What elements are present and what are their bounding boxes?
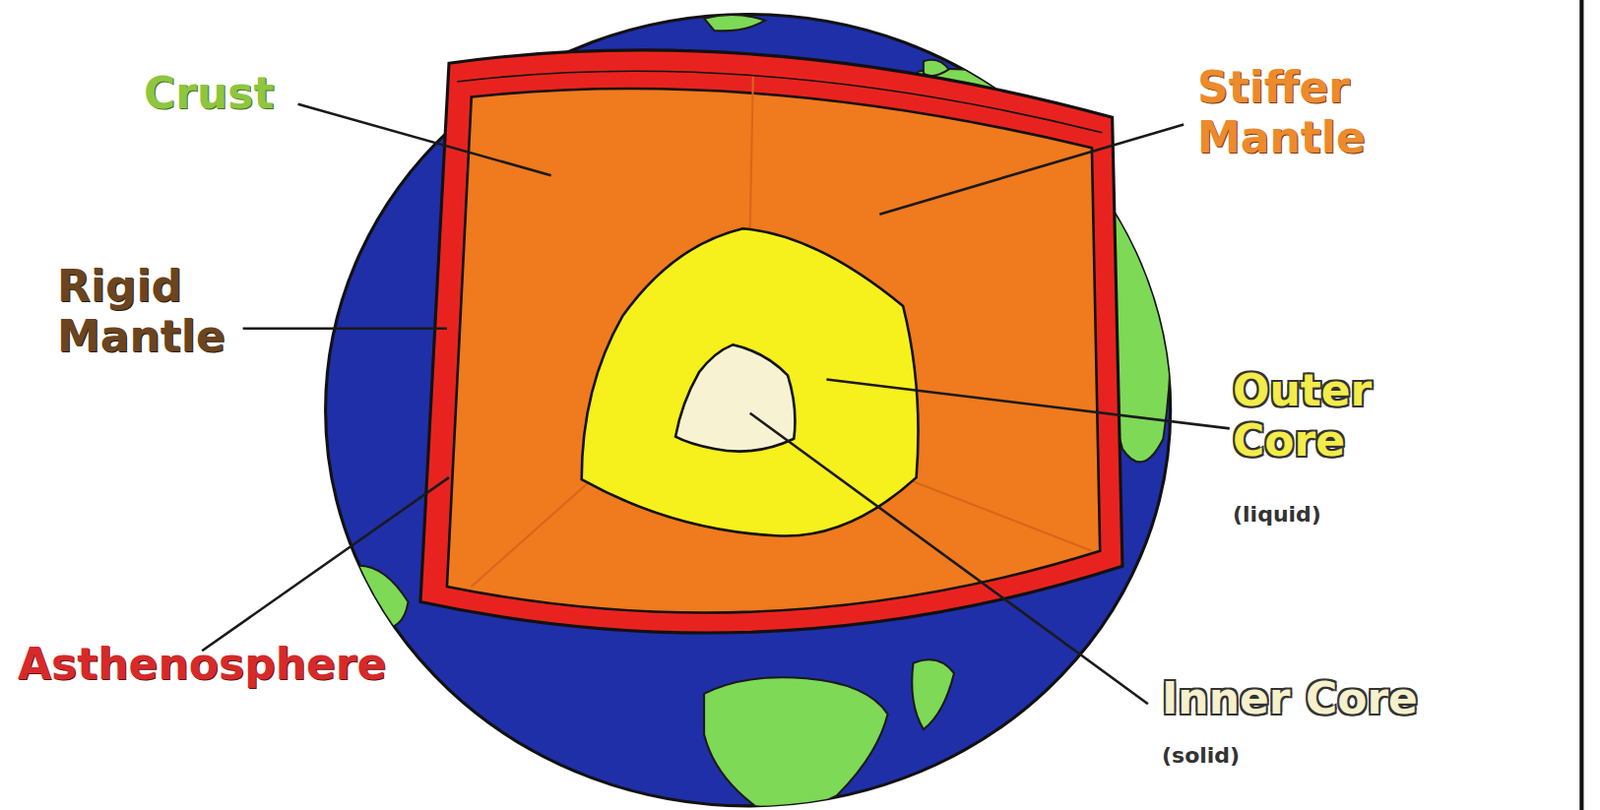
mantle-facets <box>471 76 1092 587</box>
mantle-layer <box>447 88 1100 614</box>
continents <box>352 14 1172 810</box>
inner-core <box>675 344 795 451</box>
layer-label: Outer Core <box>1232 366 1430 466</box>
layer-label: Crust <box>143 68 275 120</box>
frame-edge <box>1579 0 1584 810</box>
layer-label: Inner Core <box>1161 674 1418 725</box>
layer-label: Stiffer Mantle <box>1197 63 1424 163</box>
state-note: (liquid) <box>1232 502 1322 527</box>
asthenosphere-layer <box>420 50 1123 634</box>
layer-label: Rigid Mantle <box>57 261 255 362</box>
outer-core <box>581 228 919 536</box>
leader-lines <box>201 104 1230 704</box>
state-note: (solid) <box>1161 743 1240 768</box>
layer-label: Asthenosphere <box>17 640 386 691</box>
